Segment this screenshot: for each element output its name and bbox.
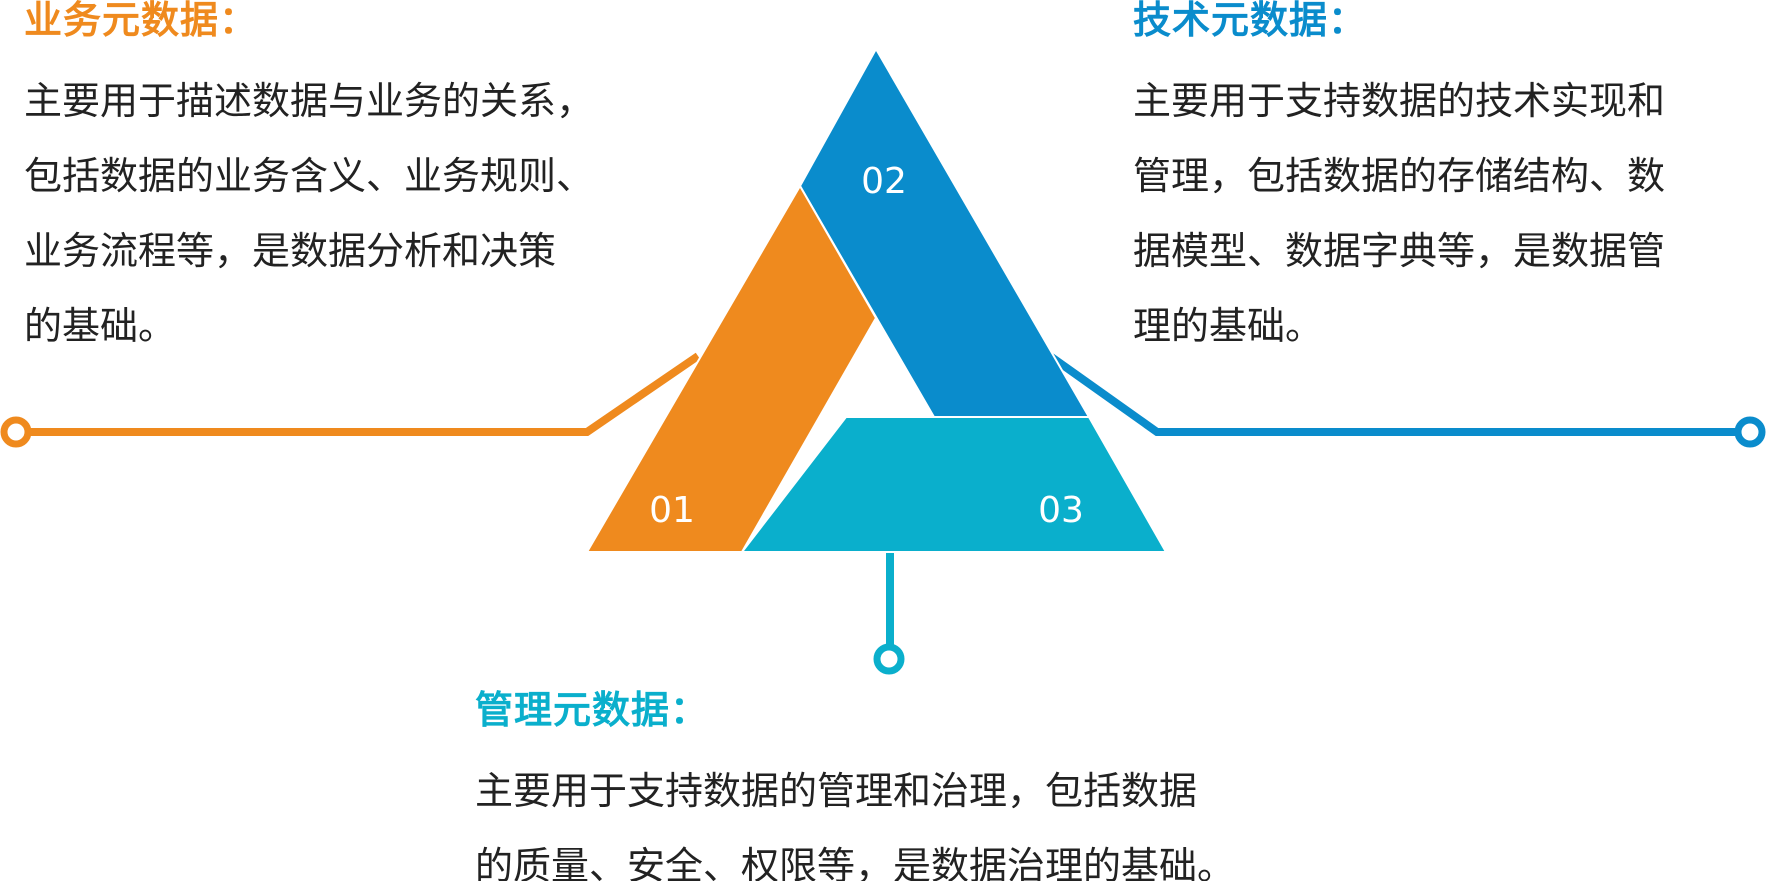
business-segment	[585, 184, 878, 553]
management-metadata-block: 管理元数据： 主要用于支持数据的管理和治理，包括数据 的质量、安全、权限等，是数…	[475, 688, 1335, 881]
business-metadata-description: 主要用于描述数据与业务的关系， 包括数据的业务含义、业务规则、 业务流程等，是数…	[24, 64, 664, 364]
management-connector-endpoint	[873, 643, 905, 675]
business-metadata-block: 业务元数据： 主要用于描述数据与业务的关系， 包括数据的业务含义、业务规则、 业…	[24, 0, 664, 364]
technical-connector-line	[1047, 352, 1740, 436]
segment-number-02: 02	[861, 161, 907, 202]
business-connector-endpoint	[0, 416, 32, 448]
technical-metadata-title: 技术元数据：	[1133, 0, 1368, 42]
business-description-line: 业务流程等，是数据分析和决策	[24, 229, 557, 273]
management-description-line: 主要用于支持数据的管理和治理，包括数据	[475, 769, 1198, 813]
technical-connector-endpoint	[1734, 416, 1766, 448]
management-segment	[739, 416, 1168, 553]
business-description-line: 包括数据的业务含义、业务规则、	[24, 154, 595, 198]
management-metadata-title: 管理元数据：	[475, 688, 710, 732]
business-metadata-title: 业务元数据：	[24, 0, 259, 42]
business-connector-line	[24, 352, 701, 436]
technical-description-line: 管理，包括数据的存储结构、数	[1133, 154, 1666, 198]
technical-description-line: 据模型、数据字典等，是数据管	[1133, 229, 1666, 273]
technical-description-line: 主要用于支持数据的技术实现和	[1133, 79, 1666, 123]
segment-number-03: 03	[1038, 490, 1084, 531]
segment-number-01: 01	[649, 490, 695, 531]
technical-description-line: 理的基础。	[1133, 304, 1324, 348]
management-metadata-description: 主要用于支持数据的管理和治理，包括数据 的质量、安全、权限等，是数据治理的基础。	[475, 754, 1335, 881]
business-description-line: 主要用于描述数据与业务的关系，	[24, 79, 595, 123]
technical-metadata-block: 技术元数据： 主要用于支持数据的技术实现和 管理，包括数据的存储结构、数 据模型…	[1133, 0, 1758, 364]
business-description-line: 的基础。	[24, 304, 177, 348]
technical-metadata-description: 主要用于支持数据的技术实现和 管理，包括数据的存储结构、数 据模型、数据字典等，…	[1133, 64, 1758, 364]
management-description-line: 的质量、安全、权限等，是数据治理的基础。	[475, 844, 1236, 881]
